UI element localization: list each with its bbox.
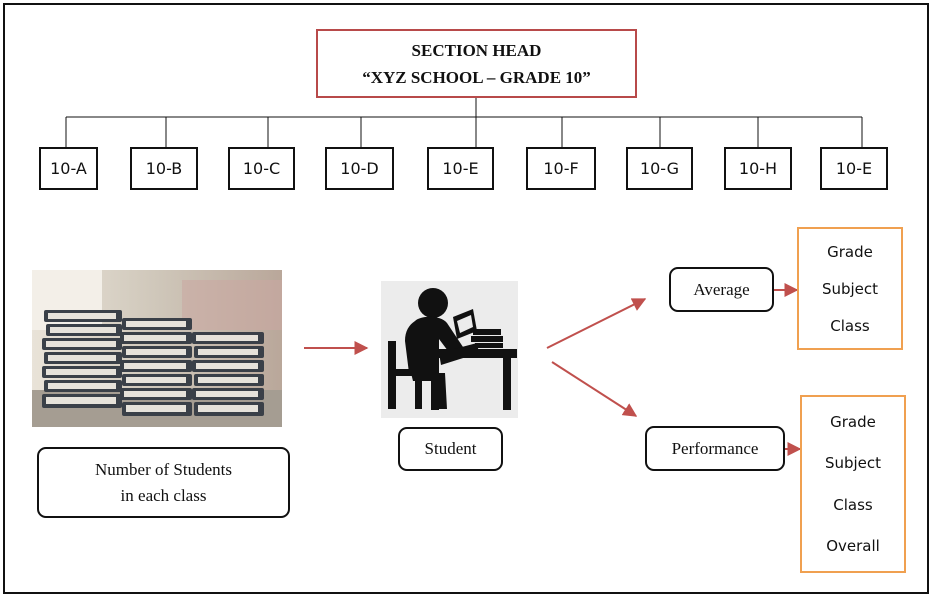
student-label-box: Student bbox=[398, 427, 503, 471]
class-box-10-h: 10-H bbox=[724, 147, 792, 190]
class-box-10-a: 10-A bbox=[39, 147, 98, 190]
class-box-10-e-second: 10-E bbox=[820, 147, 888, 190]
number-of-students-line2: in each class bbox=[120, 485, 207, 505]
binders-photo bbox=[32, 270, 282, 427]
number-of-students-box: Number of Students in each class bbox=[37, 447, 290, 518]
class-box-10-c: 10-C bbox=[228, 147, 295, 190]
performance-item-class: Class bbox=[833, 495, 873, 514]
average-item-class: Class bbox=[830, 316, 870, 335]
performance-box: Performance bbox=[645, 426, 785, 471]
average-item-subject: Subject bbox=[821, 279, 879, 298]
class-box-10-f: 10-F bbox=[526, 147, 596, 190]
section-head-box: SECTION HEAD “XYZ SCHOOL – GRADE 10” bbox=[316, 29, 637, 98]
average-box: Average bbox=[669, 267, 774, 312]
number-of-students-line1: Number of Students bbox=[95, 459, 232, 479]
arrow-to-average bbox=[546, 298, 647, 349]
class-box-10-b: 10-B bbox=[130, 147, 198, 190]
performance-item-subject: Subject bbox=[824, 454, 882, 473]
class-box-10-g: 10-G bbox=[626, 147, 693, 190]
performance-item-overall: Overall bbox=[826, 537, 880, 556]
student-reading-icon bbox=[381, 281, 518, 418]
class-box-10-e: 10-E bbox=[427, 147, 494, 190]
performance-item-grade: Grade bbox=[830, 412, 876, 431]
class-box-10-d: 10-D bbox=[325, 147, 394, 190]
arrow-to-performance bbox=[551, 361, 638, 417]
section-head-title: SECTION HEAD bbox=[411, 40, 542, 60]
average-criteria-list: Grade Subject Class bbox=[797, 227, 903, 350]
average-item-grade: Grade bbox=[827, 242, 873, 261]
performance-criteria-list: Grade Subject Class Overall bbox=[800, 395, 906, 573]
section-head-subtitle: “XYZ SCHOOL – GRADE 10” bbox=[362, 67, 591, 87]
